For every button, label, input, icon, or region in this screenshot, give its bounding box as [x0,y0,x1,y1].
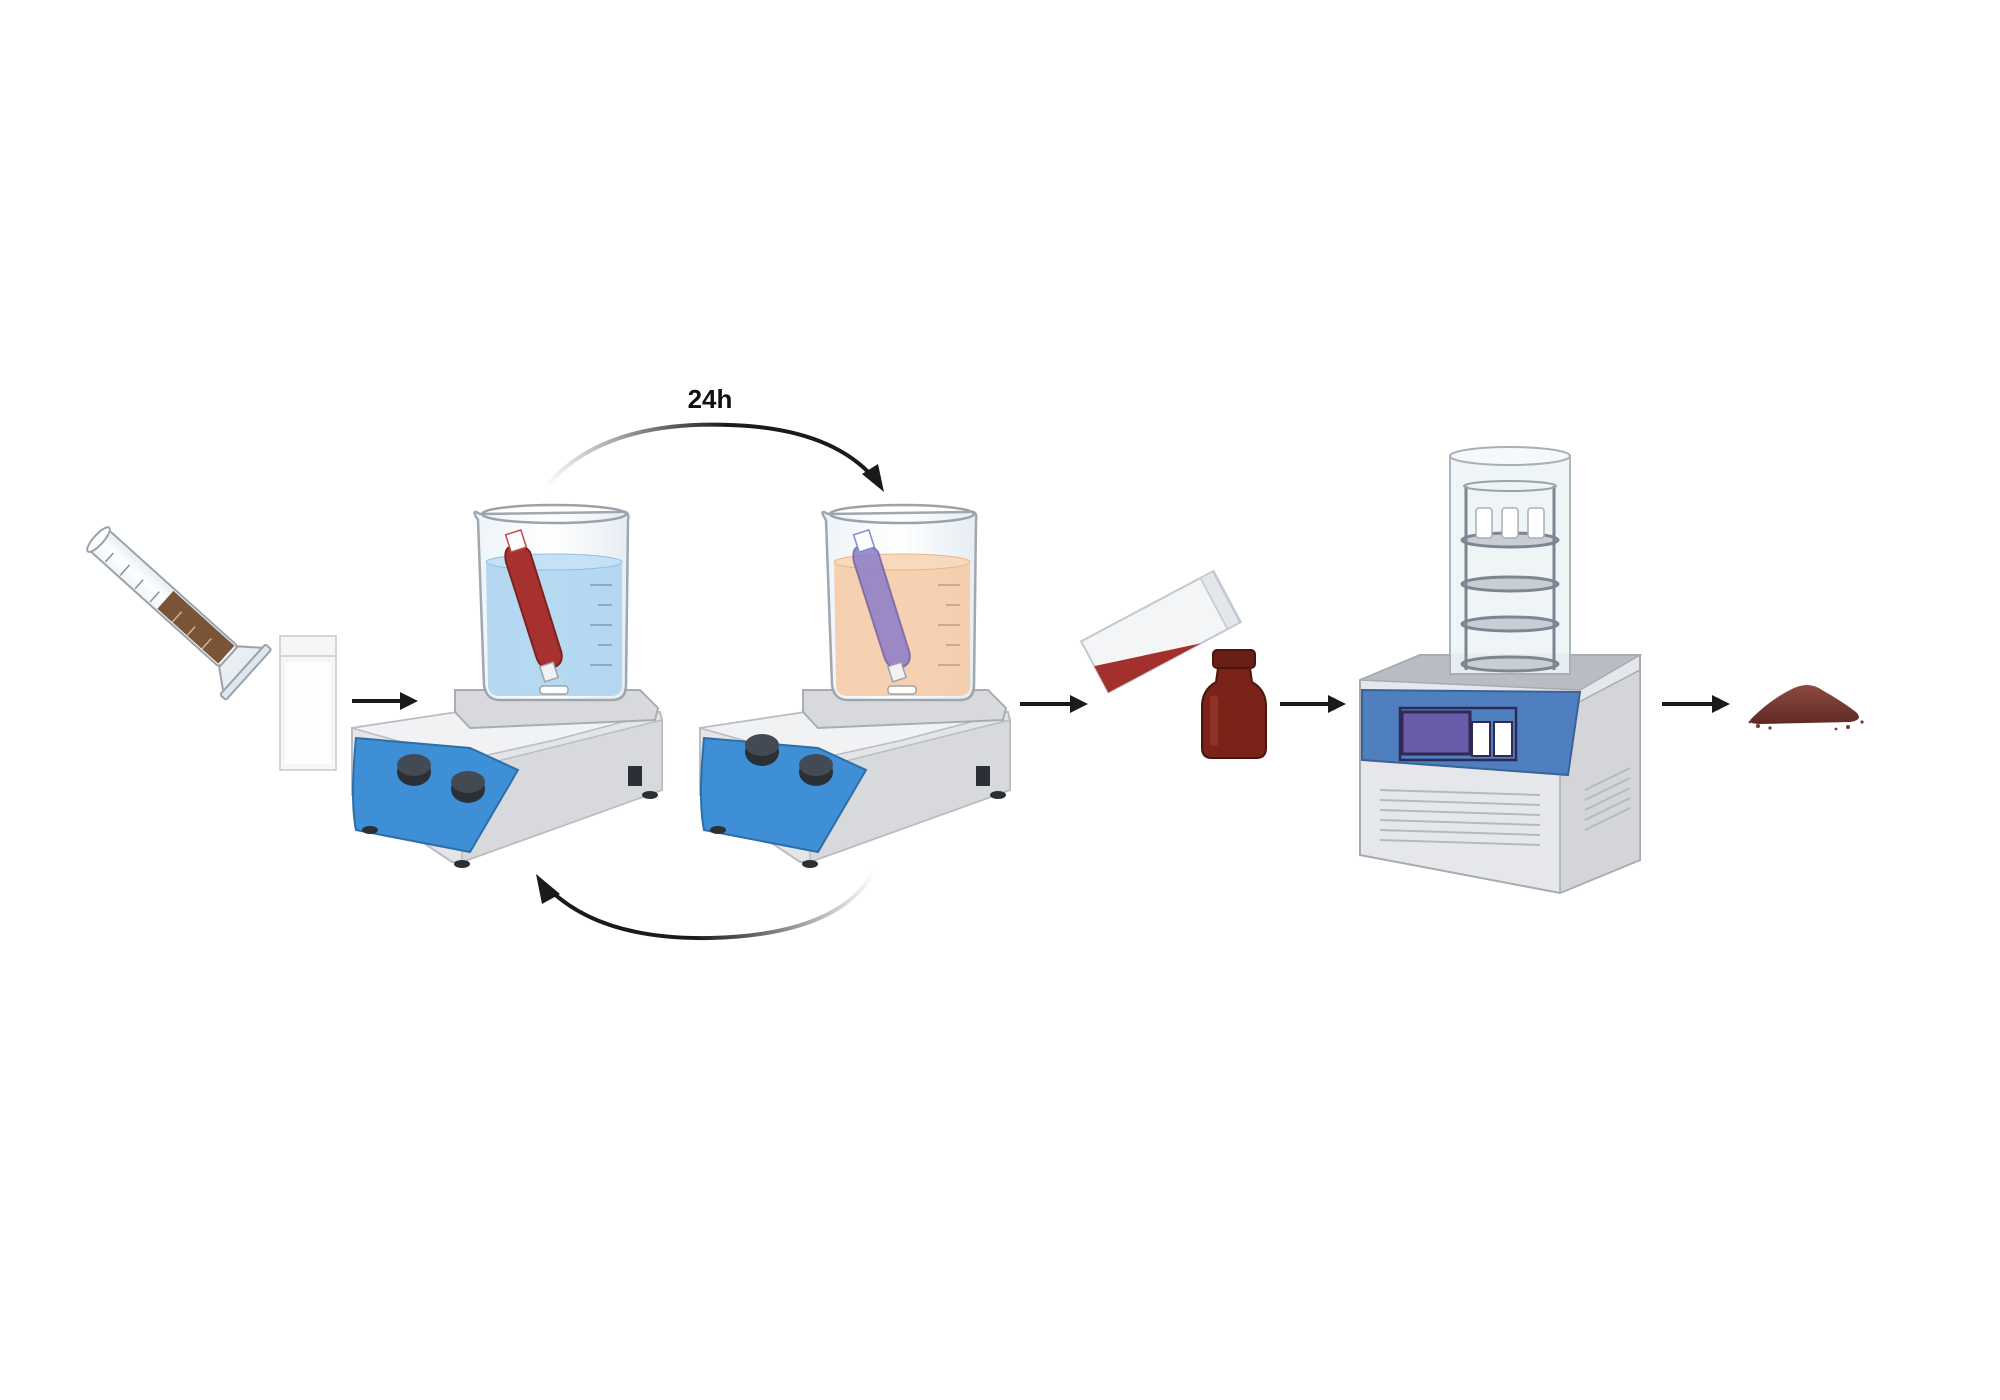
magnetic-stirrer-water-icon [351,689,663,868]
powder-pile-icon [1748,685,1864,731]
pouring-tube-icon [1079,569,1243,694]
arrow-icon [1662,695,1730,713]
dialysis-tube-icon [852,529,911,683]
amber-vial-icon [1201,649,1267,759]
beaker-water-icon [473,503,630,702]
magnetic-stirrer-buffer-icon [699,689,1011,868]
freeze-dryer-icon [1359,446,1643,895]
cycle-duration-label: 24h [688,384,733,414]
arrow-icon [352,692,418,710]
cycle-arrow-top-icon [543,422,884,492]
arrow-icon [1280,695,1346,713]
dialysis-bag-icon [279,635,337,771]
beaker-buffer-icon [821,503,978,702]
arrow-icon [1020,695,1088,713]
dialysis-tube-icon [504,529,563,683]
cycle-arrow-bottom-icon [536,869,877,941]
graduated-cylinder-icon [86,526,272,701]
